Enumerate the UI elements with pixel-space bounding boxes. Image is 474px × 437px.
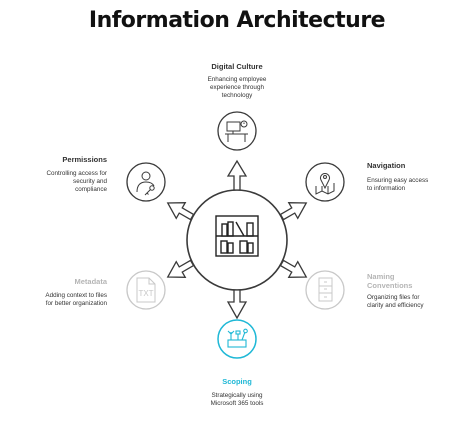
metadata-title: Metadata — [74, 277, 107, 286]
metadata-desc: Adding context to files for better organ… — [7, 292, 107, 308]
scoping-circle — [217, 319, 257, 359]
digital-culture-title: Digital Culture — [211, 62, 263, 71]
arrow-lower-left — [166, 259, 195, 278]
navigation-desc-line: to information — [367, 185, 406, 193]
navigation-title: Navigation — [367, 161, 406, 170]
scoping-title: Scoping — [222, 377, 252, 386]
page-title: Information Architecture — [88, 8, 386, 33]
naming-conventions-desc: Organizing files for clarity and efficie… — [367, 294, 467, 310]
permissions-desc-line: compliance — [75, 186, 107, 194]
metadata-desc-line: Adding context to files — [45, 292, 107, 299]
map-pin-icon — [315, 173, 335, 195]
permissions-desc: Controlling access for security and comp… — [7, 170, 107, 195]
permissions-title: Permissions — [62, 155, 107, 164]
svg-text:TXT: TXT — [138, 289, 153, 298]
naming-conventions-desc-line: Organizing files for — [367, 294, 420, 301]
digital-culture-desc-line: Enhancing employee — [207, 76, 267, 83]
user-key-icon — [136, 171, 155, 196]
digital-culture-desc: Enhancing employee experience through te… — [187, 76, 287, 101]
navigation-desc-line: Ensuring easy access — [367, 177, 429, 184]
arrow-upper-right — [279, 202, 308, 221]
digital-culture-desc-line: technology — [221, 92, 253, 100]
scoping-desc-line: Strategically using — [211, 392, 263, 399]
naming-conventions-title-line: Conventions — [367, 281, 413, 290]
scoping-desc-line: Microsoft 365 tools — [210, 400, 264, 408]
arrow-up — [226, 159, 248, 191]
scoping-desc: Strategically using Microsoft 365 tools — [187, 392, 287, 408]
naming-conventions-desc-line: clarity and efficiency — [367, 302, 424, 310]
naming-conventions-circle — [305, 270, 345, 310]
navigation-circle — [305, 162, 345, 202]
digital-culture-desc-line: experience through — [210, 84, 264, 92]
workstation-icon — [225, 120, 248, 142]
naming-conventions-title: Naming Conventions — [367, 272, 467, 290]
arrow-lower-right — [279, 259, 308, 278]
bookshelf-icon — [215, 215, 259, 257]
permissions-desc-line: Controlling access for — [46, 170, 107, 177]
tools-icon — [227, 328, 248, 348]
navigation-desc: Ensuring easy access to information — [367, 177, 467, 193]
permissions-desc-line: security and — [73, 178, 107, 186]
arrow-down — [226, 289, 248, 320]
hub-circle — [186, 189, 288, 291]
metadata-desc-line: for better organization — [45, 300, 107, 308]
naming-conventions-title-line: Naming — [367, 272, 395, 281]
arrow-upper-left — [166, 202, 195, 221]
file-cabinet-icon — [318, 277, 333, 302]
txt-file-icon: TXT — [136, 277, 156, 303]
